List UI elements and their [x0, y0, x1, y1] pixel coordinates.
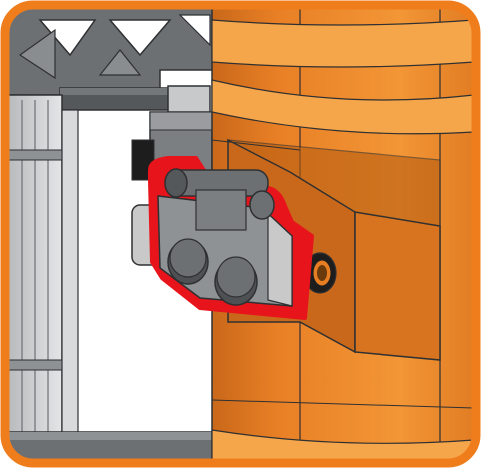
- gray-frame-structure: [7, 7, 223, 461]
- lattice-opening-icon: [18, 28, 56, 80]
- tower-band-icon: [211, 19, 474, 68]
- lattice-opening-icon: [98, 49, 142, 76]
- hinge-cylinder-icon: [164, 168, 275, 231]
- lattice-opening-icon: [178, 14, 211, 47]
- hinge-plate-with-studs-icon: [148, 156, 314, 320]
- stud-icon: [167, 238, 209, 285]
- stud-icon: [214, 256, 258, 306]
- tower-band-icon: [211, 79, 474, 135]
- tower-hole-icon: [303, 252, 337, 294]
- lattice-opening-icon: [108, 19, 172, 57]
- vertical-column-icon: [61, 109, 79, 461]
